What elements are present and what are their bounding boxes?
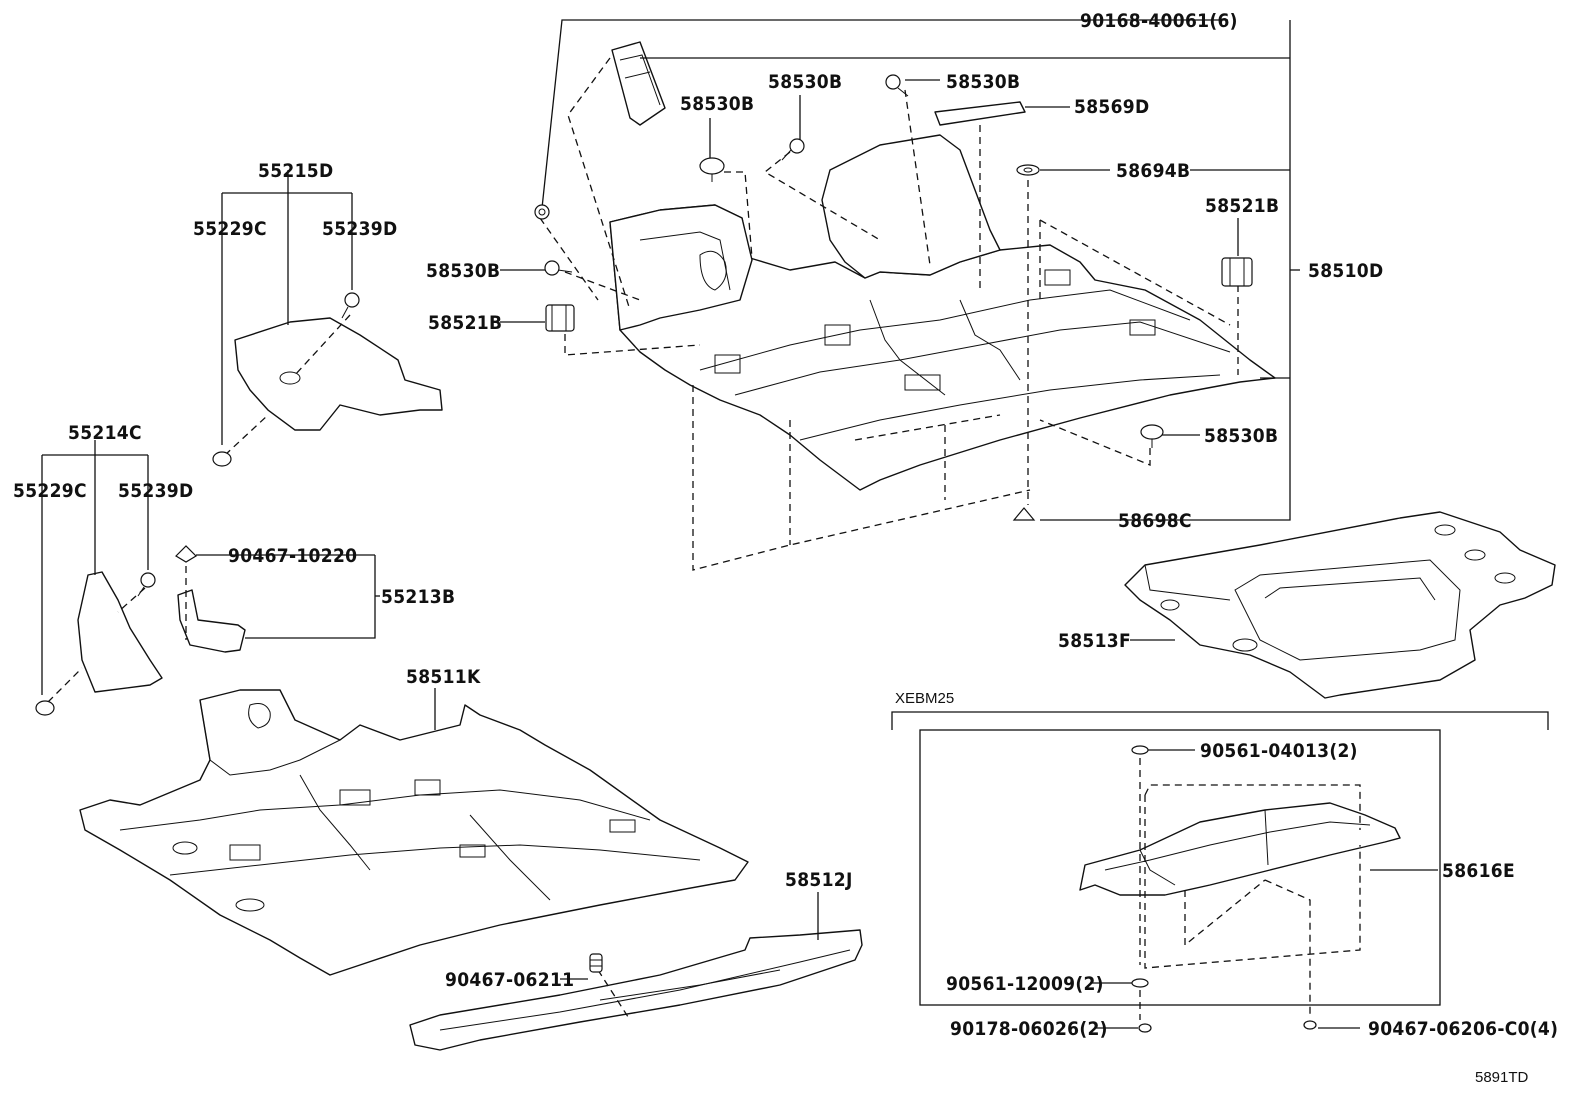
clip-icon [534,204,550,220]
bolt-icon [544,260,573,276]
label-90561-04013: 90561-04013(2) [1200,740,1358,762]
bolt-icon [341,292,360,319]
washer-icon [1131,978,1149,988]
push-clip-icon [699,157,725,182]
bolt-icon [137,572,156,597]
label-58694b: 58694B [1116,160,1190,182]
label-58698c: 58698C [1118,510,1192,532]
label-58521b: 58521B [428,312,502,334]
label-58530b: 58530B [946,71,1020,93]
clip-icon [589,953,603,973]
clip-icon [175,545,197,563]
insulator-55214c [35,440,163,716]
washer-icon [1016,164,1040,176]
label-90467-06211: 90467-06211 [445,969,574,991]
insulator-55215d [212,170,443,467]
label-90467-06206-c0: 90467-06206-C0(4) [1368,1018,1558,1040]
label-58616e: 58616E [1442,860,1515,882]
label-55214c: 55214C [68,422,142,444]
label-58512j: 58512J [785,869,853,891]
retainer-icon [1221,257,1253,287]
label-55239d: 55239D [118,480,193,502]
top-center-leaders [500,19,1300,571]
diagram-code: 5891TD [1475,1069,1529,1086]
label-55215d: 55215D [258,160,333,182]
label-55213b: 55213B [381,586,455,608]
fasteners-top [534,74,1253,521]
label-58530b: 58530B [680,93,754,115]
floor-carpet-58512j [409,892,863,1051]
label-58530b: 58530B [426,260,500,282]
label-55229c: 55229C [13,480,87,502]
label-xebm25: XEBM25 [895,690,954,707]
clip-icon [212,451,232,467]
nut-icon [1138,1023,1152,1033]
label-58510d: 58510D [1308,260,1383,282]
label-58513f: 58513F [1058,630,1131,652]
bolt-icon [781,138,805,161]
label-55239d: 55239D [322,218,397,240]
floor-carpet-58511k [79,688,749,976]
pad-part [611,41,666,126]
nut-icon [1303,1020,1317,1030]
bolt-icon [885,74,909,97]
label-90561-12009: 90561-12009(2) [946,973,1104,995]
label-90168-40061: 90168-40061(6) [1080,10,1238,32]
label-55229c: 55229C [193,218,267,240]
label-58511k: 58511K [406,666,481,688]
label-90467-10220: 90467-10220 [228,545,357,567]
rear-floor-carpet-58513f [1124,511,1556,699]
clip-icon [35,700,55,716]
clip-icon [1012,507,1036,521]
label-58569d: 58569D [1074,96,1149,118]
push-clip-icon [1140,424,1164,448]
label-58521b: 58521B [1205,195,1279,217]
floor-carpet-assembly-58510d [609,134,1276,491]
label-58530b: 58530B [1204,425,1278,447]
retainer-icon [545,304,575,332]
label-58530b: 58530B [768,71,842,93]
label-90178-06026: 90178-06026(2) [950,1018,1108,1040]
bracket-55213b [175,545,380,653]
xebm25-variant-box [891,711,1549,1033]
washer-icon [1131,745,1149,755]
strip-58569d [934,101,1026,126]
